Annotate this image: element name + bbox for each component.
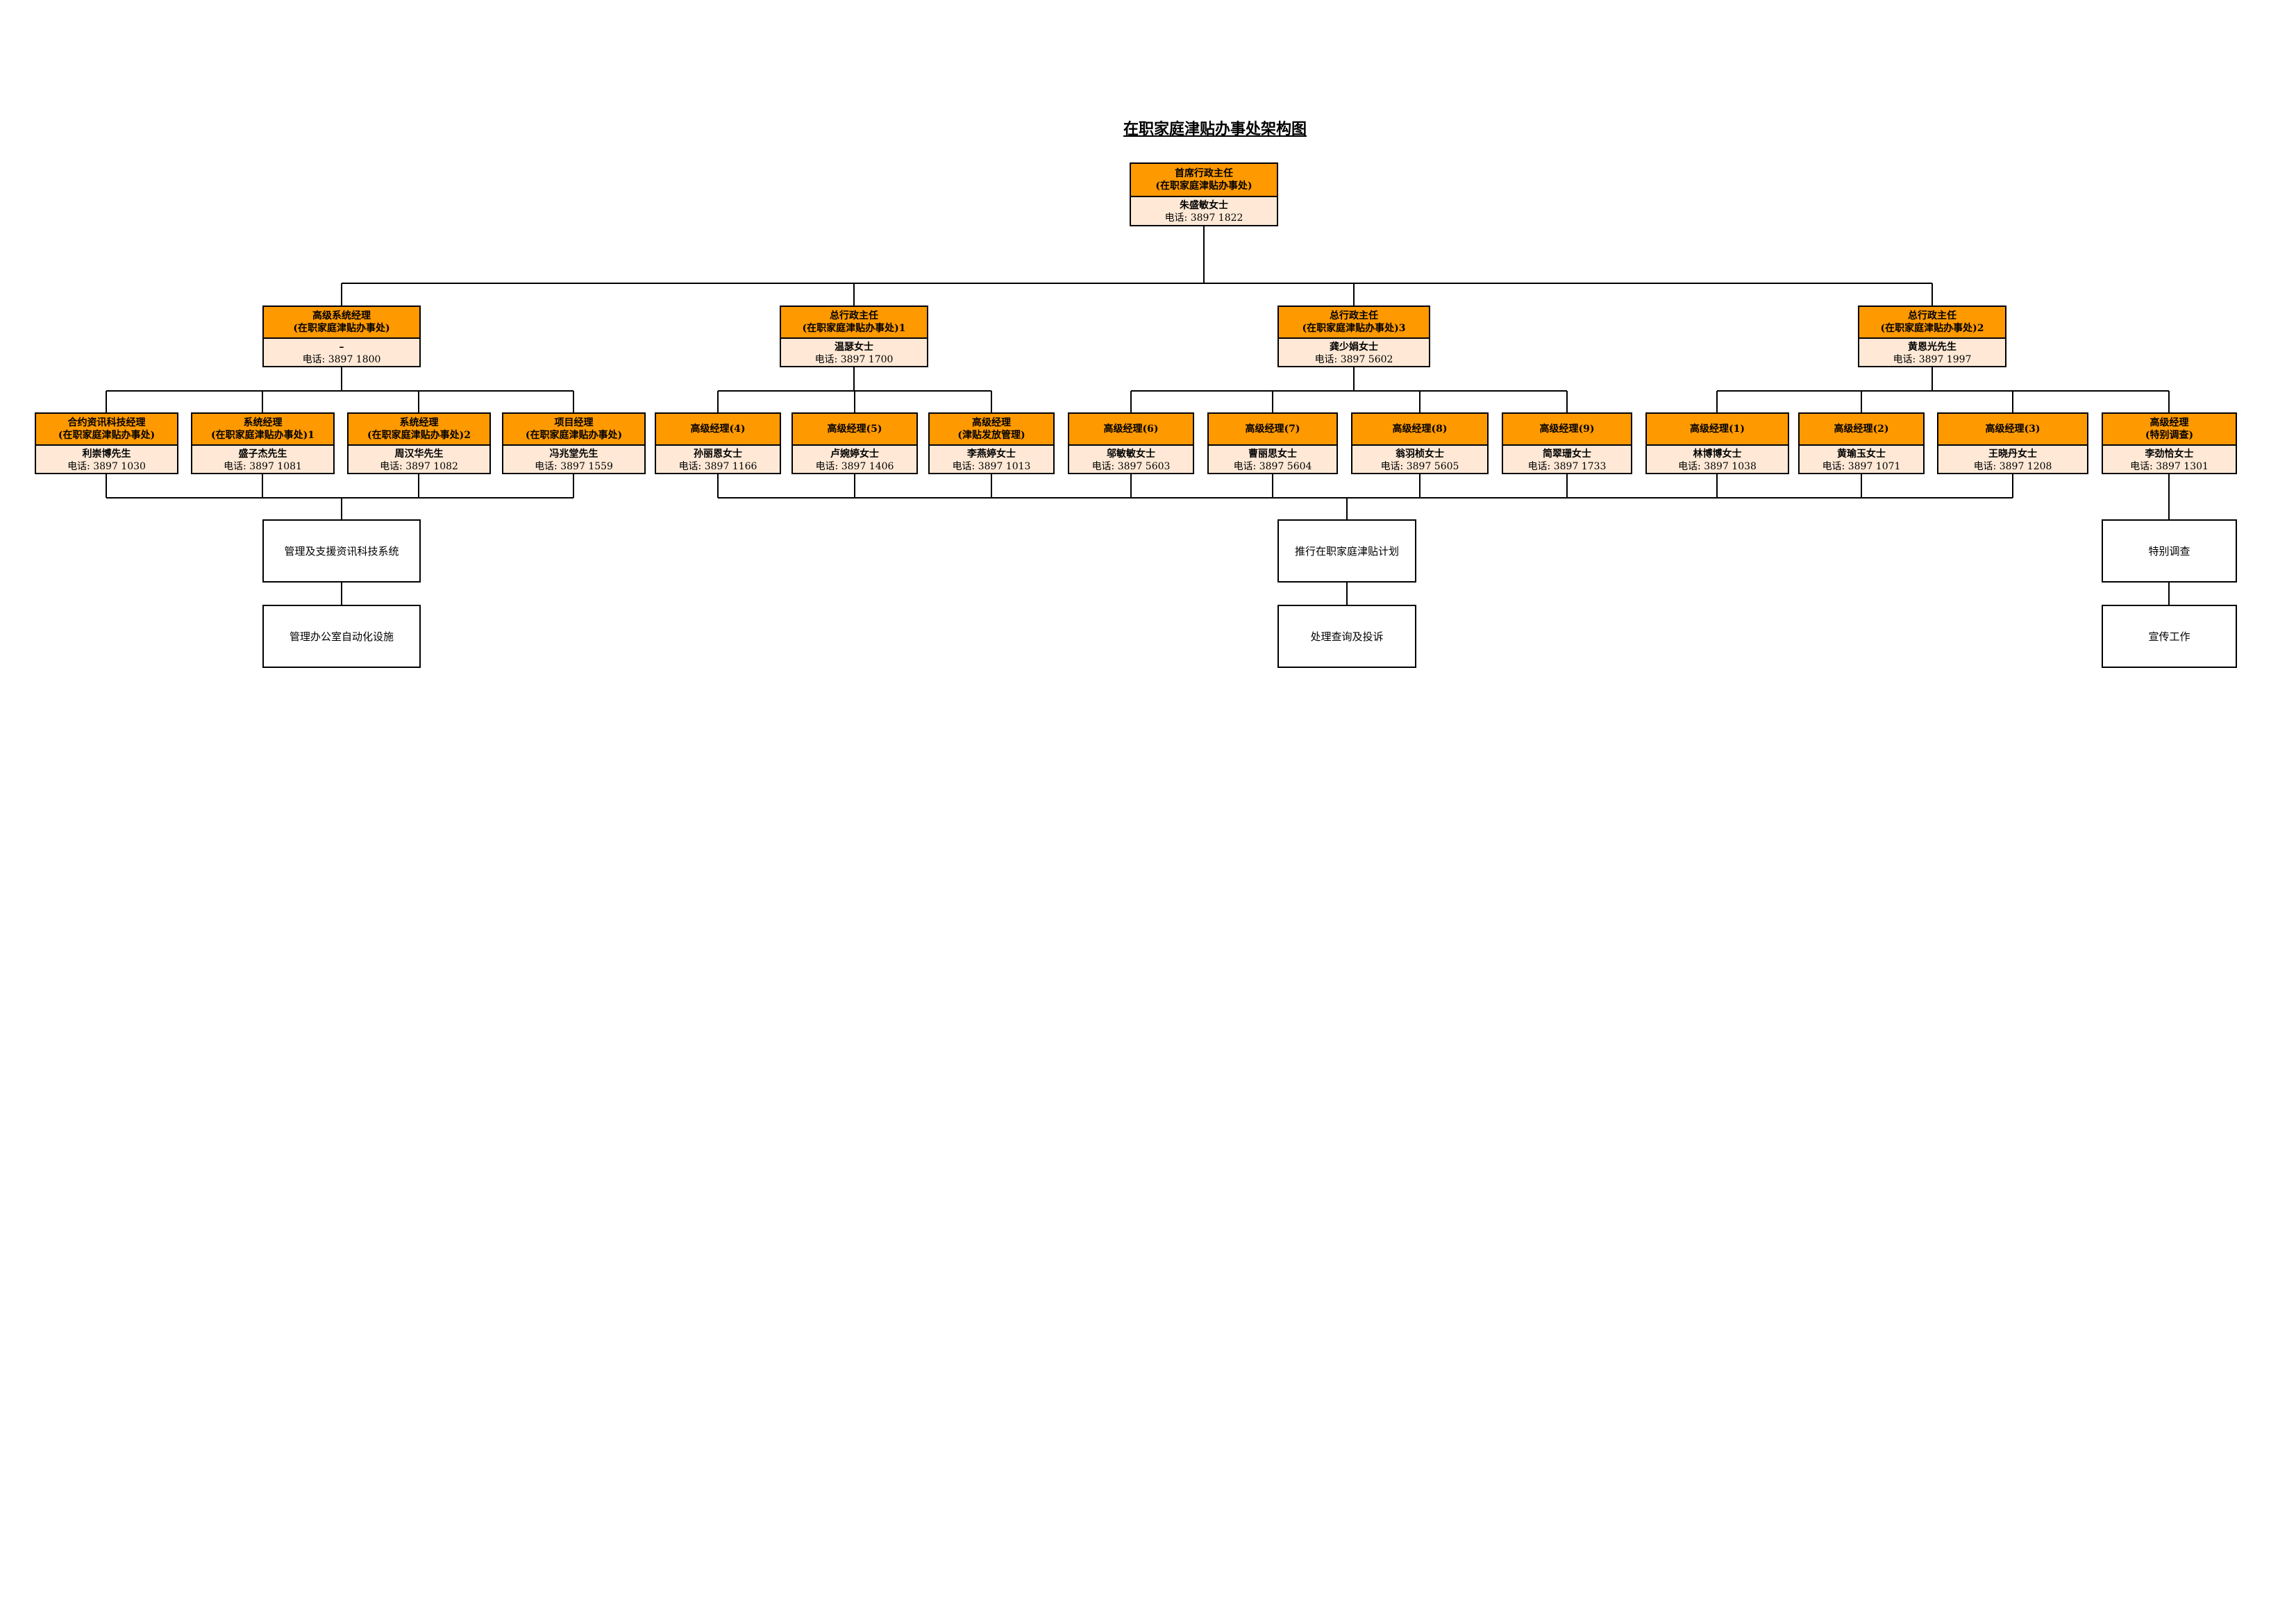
node-name: 王晓丹女士 <box>1988 448 2037 460</box>
node-chief-officer-1: 总行政主任 (在职家庭津贴办事处)1 温瑟女士 电话: 3897 1700 <box>780 305 928 367</box>
node-chief: 首席行政主任 (在职家庭津贴办事处) 朱盛敏女士 电话: 3897 1822 <box>1130 162 1278 226</box>
node-role: 总行政主任 (在职家庭津贴办事处)3 <box>1279 307 1429 339</box>
node-senior-systems-manager: 高级系统经理 (在职家庭津贴办事处) – 电话: 3897 1800 <box>262 305 421 367</box>
node-phone: 电话: 3897 5605 <box>1380 460 1459 472</box>
node-role: 高级经理(3) <box>1938 414 2087 446</box>
node-senior-manager-8: 高级经理(8) 翁羽桢女士 电话: 3897 5605 <box>1351 412 1489 474</box>
node-role: 合约资讯科技经理 (在职家庭津贴办事处) <box>36 414 177 446</box>
node-role: 高级经理(7) <box>1209 414 1336 446</box>
node-phone: 电话: 3897 5602 <box>1314 353 1393 365</box>
node-name: – <box>339 341 344 353</box>
node-senior-manager-payment: 高级经理 (津贴发放管理) 李燕婷女士 电话: 3897 1013 <box>928 412 1055 474</box>
node-role: 项目经理 (在职家庭津贴办事处) <box>503 414 644 446</box>
node-phone: 电话: 3897 1208 <box>1973 460 2052 472</box>
node-senior-manager-special: 高级经理 (特别调查) 李劲恰女士 电话: 3897 1301 <box>2102 412 2237 474</box>
task-office-automation: 管理办公室自动化设施 <box>262 605 421 668</box>
node-senior-manager-9: 高级经理(9) 简翠珊女士 电话: 3897 1733 <box>1502 412 1632 474</box>
node-role: 高级系统经理 (在职家庭津贴办事处) <box>264 307 419 339</box>
node-role: 高级经理(4) <box>656 414 780 446</box>
node-role: 高级经理(1) <box>1647 414 1788 446</box>
node-chief-officer-2: 总行政主任 (在职家庭津贴办事处)2 黄恩光先生 电话: 3897 1997 <box>1858 305 2006 367</box>
node-role: 高级经理 (津贴发放管理) <box>930 414 1053 446</box>
node-phone: 电话: 3897 1166 <box>678 460 757 472</box>
node-name: 卢婉婷女士 <box>830 448 879 460</box>
task-manage-it-systems: 管理及支援资讯科技系统 <box>262 519 421 583</box>
node-chief-officer-3: 总行政主任 (在职家庭津贴办事处)3 龚少娟女士 电话: 3897 5602 <box>1277 305 1430 367</box>
node-phone: 电话: 3897 1733 <box>1527 460 1607 472</box>
node-senior-manager-7: 高级经理(7) 曹丽思女士 电话: 3897 5604 <box>1207 412 1338 474</box>
node-name: 龚少娟女士 <box>1330 341 1378 353</box>
node-senior-manager-4: 高级经理(4) 孙丽恩女士 电话: 3897 1166 <box>655 412 781 474</box>
node-role: 总行政主任 (在职家庭津贴办事处)1 <box>781 307 927 339</box>
node-phone: 电话: 3897 1081 <box>224 460 302 472</box>
node-senior-manager-3: 高级经理(3) 王晓丹女士 电话: 3897 1208 <box>1937 412 2088 474</box>
node-role: 高级经理 (特别调查) <box>2103 414 2236 446</box>
node-phone: 电话: 3897 1559 <box>535 460 613 472</box>
task-special-investigation: 特别调查 <box>2102 519 2237 583</box>
node-phone: 电话: 3897 5603 <box>1091 460 1171 472</box>
node-name: 盛子杰先生 <box>238 448 287 460</box>
node-role: 高级经理(5) <box>793 414 916 446</box>
node-senior-manager-6: 高级经理(6) 邬敏敏女士 电话: 3897 5603 <box>1068 412 1194 474</box>
node-systems-manager-2: 系统经理 (在职家庭津贴办事处)2 周汉华先生 电话: 3897 1082 <box>347 412 491 474</box>
node-phone: 电话: 3897 1406 <box>815 460 894 472</box>
node-systems-manager-1: 系统经理 (在职家庭津贴办事处)1 盛子杰先生 电话: 3897 1081 <box>191 412 335 474</box>
node-phone: 电话: 3897 1301 <box>2130 460 2209 472</box>
node-role: 高级经理(8) <box>1352 414 1487 446</box>
node-phone: 电话: 3897 1997 <box>1893 353 1972 365</box>
node-phone: 电话: 3897 1038 <box>1678 460 1757 472</box>
node-phone: 电话: 3897 1082 <box>380 460 458 472</box>
node-name: 李劲恰女士 <box>2145 448 2194 460</box>
node-name: 翁羽桢女士 <box>1396 448 1444 460</box>
node-phone: 电话: 3897 1700 <box>814 353 894 365</box>
node-name: 周汉华先生 <box>394 448 444 460</box>
node-role: 高级经理(9) <box>1503 414 1631 446</box>
node-name: 曹丽思女士 <box>1248 448 1297 460</box>
node-project-manager: 项目经理 (在职家庭津贴办事处) 冯兆堂先生 电话: 3897 1559 <box>502 412 646 474</box>
node-chief-role: 首席行政主任 (在职家庭津贴办事处) <box>1131 164 1277 197</box>
node-role: 系统经理 (在职家庭津贴办事处)1 <box>192 414 333 446</box>
node-senior-manager-1: 高级经理(1) 林博博女士 电话: 3897 1038 <box>1645 412 1789 474</box>
node-name: 邬敏敏女士 <box>1107 448 1155 460</box>
node-senior-manager-2: 高级经理(2) 黄瑜玉女士 电话: 3897 1071 <box>1798 412 1925 474</box>
node-role: 高级经理(6) <box>1069 414 1193 446</box>
node-phone: 电话: 3897 5604 <box>1233 460 1312 472</box>
node-name: 黄瑜玉女士 <box>1837 448 1886 460</box>
node-name: 冯兆堂先生 <box>549 448 598 460</box>
node-phone: 电话: 3897 1800 <box>302 353 381 365</box>
node-phone: 电话: 3897 1071 <box>1822 460 1901 472</box>
node-role: 总行政主任 (在职家庭津贴办事处)2 <box>1859 307 2005 339</box>
node-name: 孙丽恩女士 <box>694 448 742 460</box>
node-name: 林博博女士 <box>1693 448 1742 460</box>
node-chief-phone: 电话: 3897 1822 <box>1164 212 1243 224</box>
node-senior-manager-5: 高级经理(5) 卢婉婷女士 电话: 3897 1406 <box>791 412 918 474</box>
node-name: 黄恩光先生 <box>1908 341 1956 353</box>
node-phone: 电话: 3897 1030 <box>67 460 146 472</box>
task-publicity: 宣传工作 <box>2102 605 2237 668</box>
task-implement-scheme: 推行在职家庭津贴计划 <box>1277 519 1416 583</box>
node-name: 简翠珊女士 <box>1543 448 1591 460</box>
node-name: 李燕婷女士 <box>967 448 1016 460</box>
node-chief-name: 朱盛敏女士 <box>1180 200 1228 211</box>
chart-title: 在职家庭津贴办事处架构图 <box>1123 120 1307 138</box>
node-name: 温瑟女士 <box>835 341 873 353</box>
node-role: 高级经理(2) <box>1800 414 1923 446</box>
node-phone: 电话: 3897 1013 <box>952 460 1031 472</box>
node-contract-it-manager: 合约资讯科技经理 (在职家庭津贴办事处) 利崇博先生 电话: 3897 1030 <box>35 412 178 474</box>
node-name: 利崇博先生 <box>82 448 131 460</box>
node-role: 系统经理 (在职家庭津贴办事处)2 <box>349 414 489 446</box>
task-enquiries-complaints: 处理查询及投诉 <box>1277 605 1416 668</box>
